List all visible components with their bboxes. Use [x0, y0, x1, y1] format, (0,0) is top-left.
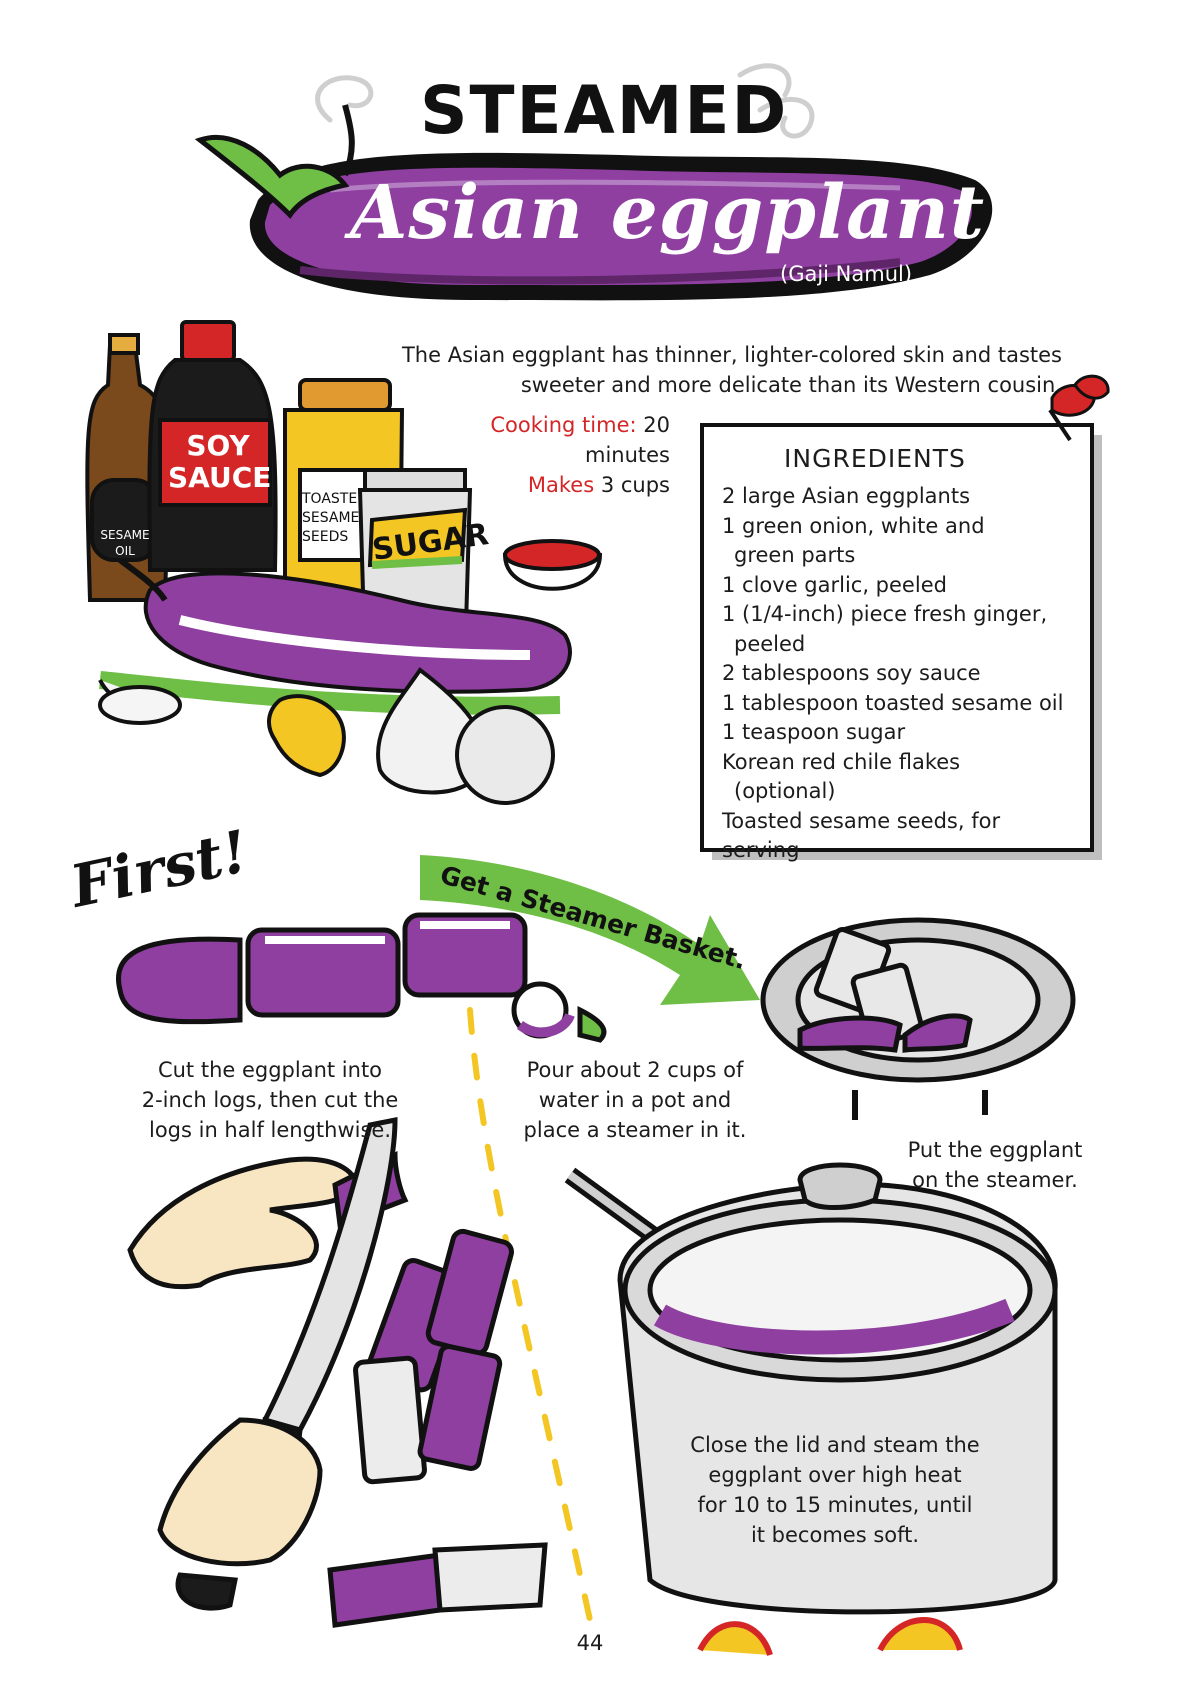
- makes-value: 3 cups: [600, 473, 670, 497]
- eggplant-segments: [116, 912, 607, 1043]
- step-put-line2: on the steamer.: [912, 1168, 1078, 1192]
- intro-line2: sweeter and more delicate than its Weste…: [520, 373, 1062, 397]
- ingredient-item: Toasted sesame seeds, for serving: [722, 808, 1001, 863]
- step-close-line1: Close the lid and steam the: [690, 1433, 980, 1457]
- knife-hand-illustration: [127, 1116, 409, 1611]
- intro-text: The Asian eggplant has thinner, lighter-…: [392, 340, 1062, 400]
- title-line1: STEAMED: [420, 72, 789, 149]
- page-number: 44: [576, 1631, 604, 1655]
- ingredient-item: 1 green onion, white and: [722, 513, 985, 538]
- step-pour: Pour about 2 cups of water in a pot and …: [510, 1055, 760, 1145]
- step-close-line2: eggplant over high heat: [708, 1463, 962, 1487]
- seeds-label-line1: TOASTE: [302, 491, 358, 507]
- ingredients-heading: INGREDIENTS: [784, 444, 966, 473]
- ingredients-list: 2 large Asian eggplants 1 green onion, wh…: [722, 482, 1082, 866]
- ingredient-item: 1 teaspoon sugar: [722, 720, 906, 744]
- soy-label-line1: SOY: [186, 429, 250, 462]
- eggplant-halves: [327, 1228, 548, 1628]
- ingredient-item: 1 (1/4-inch) piece fresh ginger,: [722, 602, 1048, 626]
- seeds-label-line2: SESAME: [302, 510, 360, 526]
- ingredient-item: 2 large Asian eggplants: [722, 484, 971, 508]
- cooking-time-label: Cooking time:: [490, 413, 637, 437]
- intro-line1: The Asian eggplant has thinner, lighter-…: [401, 343, 1062, 367]
- step-cut-line1: Cut the eggplant into: [157, 1058, 383, 1082]
- ingredient-item: 1 tablespoon toasted sesame oil: [722, 690, 1064, 715]
- ingredients-card: [700, 423, 1102, 860]
- step-put: Put the eggplant on the steamer.: [895, 1135, 1095, 1195]
- steaming-pot-illustration: [564, 1162, 1058, 1656]
- title-eggplant-shape: [194, 104, 993, 301]
- ingredient-item: 1 clove garlic, peeled: [722, 572, 947, 597]
- ingredient-item: Korean red chile flakes: [722, 749, 961, 774]
- cooking-time: Cooking time: 20 minutes: [420, 410, 670, 470]
- makes: Makes 3 cups: [420, 470, 670, 500]
- title-line2: Asian eggplant: [350, 170, 986, 256]
- ingredients-card-content: INGREDIENTS 2 large Asian eggplants 1 gre…: [722, 444, 1082, 866]
- ingredient-item: (optional): [734, 779, 836, 803]
- steamer-basket-illustration: [760, 917, 1076, 1120]
- step-cut-line3: logs in half lengthwise.: [148, 1118, 391, 1142]
- steamer-banner-arrow: [420, 855, 760, 1005]
- step-pour-line1: Pour about 2 cups of: [526, 1058, 744, 1082]
- step-put-line1: Put the eggplant: [907, 1138, 1083, 1162]
- step-close-line3: for 10 to 15 minutes, until: [697, 1493, 973, 1517]
- seeds-label-line3: SEEDS: [302, 529, 349, 545]
- sesame-label-line1: SESAME: [100, 528, 150, 542]
- step-cut-line2: 2-inch logs, then cut the: [141, 1088, 399, 1112]
- ingredient-item: green parts: [734, 543, 856, 567]
- step-pour-line2: water in a pot and: [538, 1088, 732, 1112]
- ingredient-item: peeled: [734, 631, 806, 656]
- seeds-label: TOASTE SESAME SEEDS: [302, 490, 370, 547]
- title-steam-swirls: [315, 63, 815, 139]
- soy-label-line2: SAUCE: [168, 461, 272, 494]
- step-cut: Cut the eggplant into 2-inch logs, then …: [130, 1055, 410, 1145]
- push-pin-icon: [1048, 374, 1110, 442]
- ingredients-illustration: [85, 320, 603, 805]
- sesame-label-line2: OIL: [115, 544, 135, 558]
- ingredient-item: 2 tablespoons soy sauce: [722, 661, 981, 685]
- soy-sauce-label: SOY SAUCE: [168, 429, 272, 494]
- recipe-meta: Cooking time: 20 minutes Makes 3 cups: [420, 410, 670, 500]
- makes-label: Makes: [527, 473, 595, 497]
- step-close-line4: it becomes soft.: [750, 1523, 920, 1547]
- title-subtitle: (Gaji Namul): [780, 262, 913, 286]
- step-close: Close the lid and steam the eggplant ove…: [680, 1430, 990, 1550]
- step-pour-line3: place a steamer in it.: [523, 1118, 747, 1142]
- cooking-time-value: 20 minutes: [584, 413, 670, 467]
- sesame-oil-label: SESAME OIL: [97, 527, 153, 559]
